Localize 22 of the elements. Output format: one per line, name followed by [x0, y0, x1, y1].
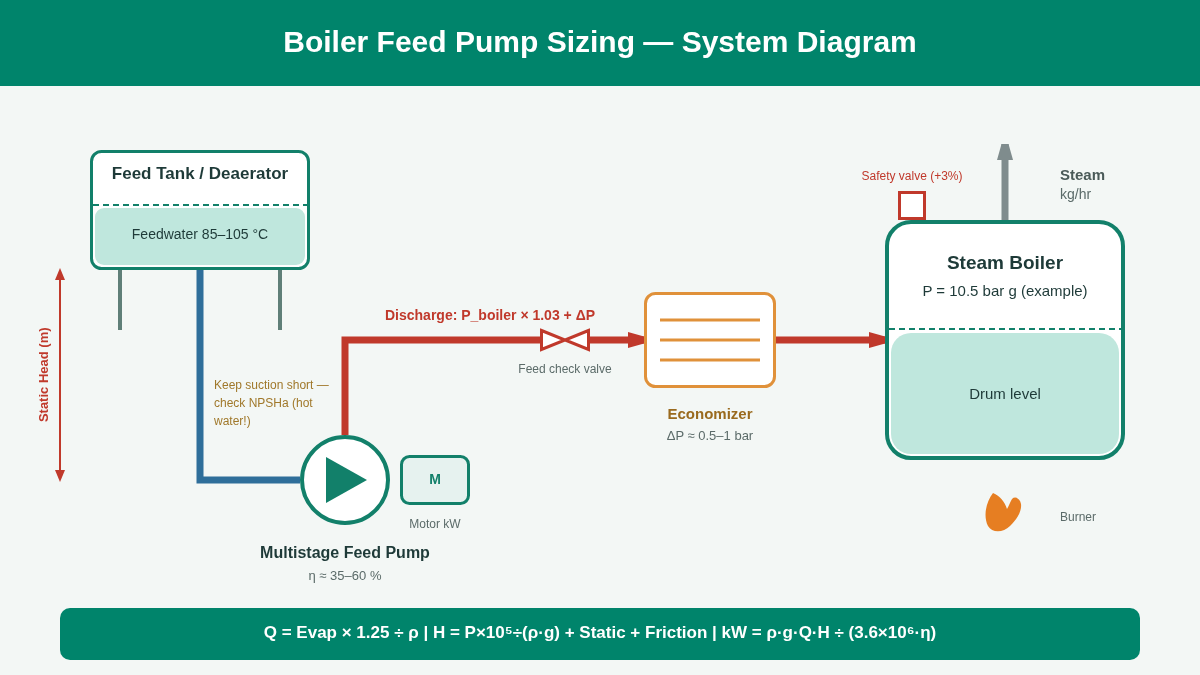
- efficiency-label: η ≈ 35–60 %: [307, 568, 383, 584]
- pressure-drop-label: ΔP ≈ 0.5–1 bar: [665, 428, 755, 444]
- vessel-title: Feed Tank / Deaerator: [110, 164, 290, 185]
- economizer-title: Economizer: [666, 405, 754, 423]
- note-text: Keep suction short — check NPSHa (hot water!): [214, 377, 330, 430]
- steam-label: Steam: [1060, 166, 1106, 184]
- valve-label: Feed check valve: [517, 362, 613, 377]
- safety-valve-label: Safety valve (+3%): [860, 169, 964, 184]
- motor-power-label: Motor kW: [408, 517, 462, 532]
- formula-text: Q = Evap × 1.25 ÷ ρ | H = P×10⁵÷(ρ·g) + Static + Friction | kW = ρ·g·Q·H ÷ (3.6×10⁶·η): [262, 623, 938, 644]
- boiler-title: Steam Boiler: [945, 252, 1065, 275]
- band-label: Feedwater 85–105 °C: [130, 226, 270, 243]
- pump-title: Multistage Feed Pump: [259, 543, 431, 563]
- band-label: Drum level: [968, 385, 1042, 403]
- pipe-line: [196, 270, 300, 484]
- flow-unit-label: kg/hr: [1060, 186, 1092, 203]
- dimension-label: Static Head (m): [35, 327, 51, 423]
- pressure-label: P = 10.5 bar g (example): [921, 282, 1089, 300]
- pipe-line: [341, 336, 540, 435]
- title: Boiler Feed Pump Sizing — System Diagram: [282, 24, 918, 60]
- burner-label: Burner: [1060, 510, 1098, 525]
- motor-letter: M: [428, 471, 442, 488]
